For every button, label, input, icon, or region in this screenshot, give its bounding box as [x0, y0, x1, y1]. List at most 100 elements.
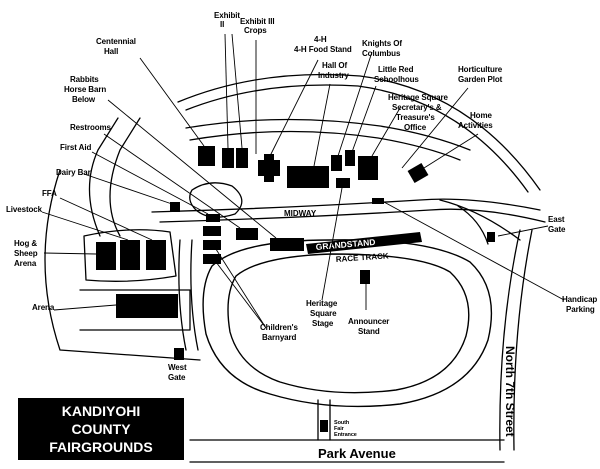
- roads: [44, 73, 546, 463]
- label-centennial: Centennial Hall: [96, 37, 138, 56]
- label-childrens: Children's Barnyard: [260, 323, 300, 342]
- label-east-gate: East Gate: [548, 215, 567, 234]
- leader-lines: [41, 33, 565, 329]
- label-hall-of-industry: Hall Of Industry: [318, 61, 349, 80]
- midway-line-top: [151, 198, 541, 213]
- label-heritage-secretary: Heritage Square Secretary's & Treasure's…: [388, 93, 450, 132]
- building-exhibit-ii-b: [236, 148, 248, 168]
- leader-exhibit-ii-b: [231, 33, 243, 149]
- buildings: [96, 146, 495, 432]
- building-arena: [116, 294, 178, 318]
- building-rabbits: [270, 238, 304, 251]
- leader-handicap: [383, 201, 565, 301]
- leader-childrens: [215, 261, 267, 329]
- building-hall-of-industry: [287, 166, 329, 188]
- title-line-3: FAIRGROUNDS: [49, 439, 152, 455]
- east-road-inner: [499, 229, 521, 451]
- leader-arena: [53, 304, 117, 311]
- leader-hall-industry: [313, 83, 331, 167]
- label-arena: Arena: [32, 303, 55, 312]
- west-boundary: [44, 169, 201, 361]
- label-heritage-stage: Heritage Square Stage: [306, 299, 339, 328]
- leader-livestock: [41, 211, 129, 241]
- building-childrens-b: [203, 240, 221, 250]
- arena-enclosure: [79, 289, 191, 331]
- label-announcer: Announcer Stand: [348, 317, 391, 336]
- title-box-bg: [18, 398, 184, 460]
- title-line-2: COUNTY: [71, 421, 131, 437]
- building-hog-sheep: [96, 242, 116, 270]
- building-4h-b: [264, 154, 274, 182]
- label-little-red: Little Red Schoolhous: [374, 65, 419, 84]
- dairy-loop: [189, 182, 243, 218]
- building-east-gate: [487, 232, 495, 242]
- building-heritage-office: [358, 156, 378, 180]
- building-childrens-a: [203, 226, 221, 236]
- east-connector: [439, 199, 521, 241]
- curve-east-gate: [457, 205, 489, 245]
- building-handicap: [372, 198, 384, 204]
- building-announcer: [360, 270, 370, 284]
- label-knights: Knights Of Columbus: [362, 39, 404, 58]
- building-centennial-hall: [198, 146, 215, 166]
- west-diagonal-road: [109, 117, 141, 237]
- label-exhibit-ii: Exhibit II: [214, 11, 242, 29]
- label-first-aid: First Aid: [60, 143, 91, 152]
- leader-restrooms: [103, 133, 241, 229]
- building-exhibit-ii-a: [222, 148, 234, 168]
- building-restrooms: [236, 228, 258, 240]
- label-west-gate: West Gate: [168, 363, 189, 382]
- race-track-label: RACE TRACK: [336, 251, 390, 264]
- building-livestock-b: [146, 240, 166, 270]
- north-loop-road: [185, 118, 471, 151]
- leader-first-aid: [91, 151, 209, 215]
- title-line-1: KANDIYOHI: [62, 403, 141, 419]
- west-gate-road: [178, 239, 187, 351]
- livestock-enclosure: [83, 229, 177, 282]
- title-box: KANDIYOHI COUNTY FAIRGROUNDS: [18, 398, 184, 460]
- midway-line-bottom: [159, 208, 546, 223]
- leader-heritage-sec: [371, 107, 401, 157]
- building-dairy-bar: [170, 202, 180, 212]
- label-dairy-bar: Dairy Bar: [56, 168, 91, 177]
- leader-little-red: [351, 85, 377, 153]
- label-handicap: Handicap Parking: [562, 295, 599, 314]
- leader-east-gate: [497, 225, 549, 237]
- label-rabbits: Rabbits Horse Barn Below: [64, 75, 108, 104]
- building-heritage-stage: [336, 178, 350, 188]
- label-horticulture: Horticulture Garden Plot: [458, 65, 504, 84]
- leader-4h: [269, 59, 319, 157]
- label-ffa: FFA: [42, 189, 57, 198]
- building-little-red: [345, 150, 355, 166]
- leader-hog-sheep: [43, 252, 97, 255]
- label-restrooms: Restrooms: [70, 123, 112, 132]
- north-7th-street-label: North 7th Street: [503, 346, 517, 437]
- grandstand: GRANDSTAND: [306, 232, 422, 254]
- label-south-entrance: South Fair Entrance: [334, 417, 357, 438]
- leader-ffa: [59, 197, 153, 241]
- west-gate-road-2: [190, 239, 199, 351]
- grandstand-bar: [306, 232, 422, 254]
- leader-home-activities: [423, 133, 479, 169]
- building-first-aid: [206, 214, 220, 222]
- leader-childrens-b: [213, 245, 267, 329]
- race-track-inner: [227, 253, 470, 394]
- leader-rabbits: [107, 99, 277, 239]
- label-4h: 4-H 4-H Food Stand: [294, 35, 352, 54]
- building-south-entrance: [320, 420, 328, 432]
- building-livestock-a: [120, 240, 140, 270]
- east-road-inner-2: [513, 229, 533, 451]
- leader-heritage-stage: [321, 187, 343, 301]
- west-diagonal-road-2: [88, 117, 119, 237]
- north-road-outer: [177, 73, 541, 191]
- leader-centennial: [139, 57, 205, 147]
- leader-knights: [337, 51, 373, 157]
- place-labels: Exhibit II Exhibit III Crops 4-H 4-H Foo…: [6, 11, 599, 438]
- building-west-gate: [174, 348, 184, 360]
- label-livestock: Livestock: [6, 205, 43, 214]
- label-exhibit-iii: Exhibit III Crops: [240, 17, 277, 35]
- leader-horticulture: [401, 87, 469, 169]
- park-avenue-label: Park Avenue: [318, 446, 396, 461]
